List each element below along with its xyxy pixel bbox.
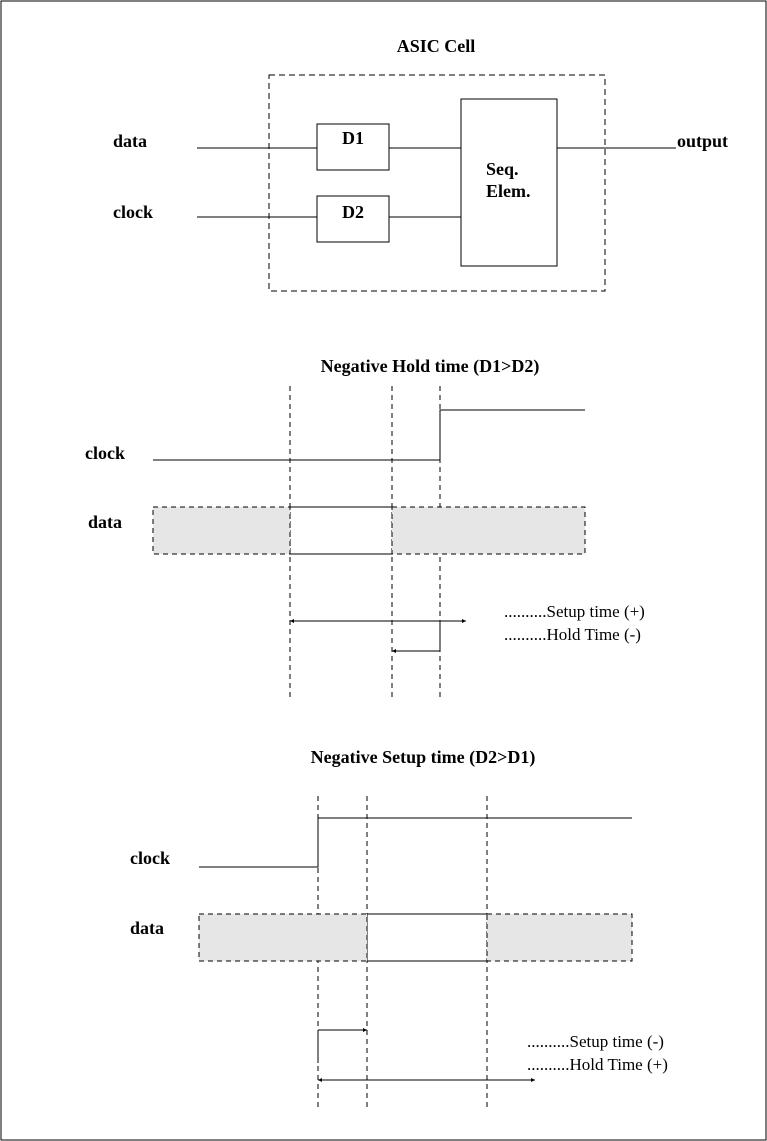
setup-setup-note: ..........Setup time (-) — [527, 1032, 664, 1051]
delay-d2-label: D2 — [342, 202, 364, 222]
setup-clock-waveform — [199, 817, 632, 868]
asic-cell-section: ASIC Cell data clock D1 D2 Seq. Elem. ou… — [113, 36, 728, 292]
hold-hold-note: ..........Hold Time (-) — [504, 625, 641, 644]
hold-setup-note: ..........Setup time (+) — [504, 602, 645, 621]
setup-data-invalid-region-1 — [198, 913, 368, 962]
asic-cell-boundary — [268, 74, 606, 292]
hold-clock-label: clock — [85, 443, 125, 463]
hold-clock-waveform — [153, 409, 585, 461]
setup-data-invalid-region-2 — [486, 913, 633, 962]
delay-d2-box — [316, 195, 390, 243]
setup-hold-note: ..........Hold Time (+) — [527, 1055, 668, 1074]
delay-d1-box — [316, 123, 390, 171]
seq-elem-line2: Elem. — [486, 181, 531, 201]
hold-data-invalid-region-2 — [391, 506, 586, 555]
negative-hold-section: Negative Hold time (D1>D2) clock data ..… — [85, 356, 645, 699]
negative-hold-title: Negative Hold time (D1>D2) — [321, 356, 540, 377]
negative-setup-title: Negative Setup time (D2>D1) — [311, 747, 536, 768]
hold-data-invalid-region-1 — [152, 506, 291, 555]
output-label: output — [677, 131, 728, 151]
negative-setup-section: Negative Setup time (D2>D1) clock data .… — [130, 747, 668, 1110]
setup-data-label: data — [130, 918, 164, 938]
seq-elem-line1: Seq. — [486, 159, 519, 179]
sequential-element-box — [460, 98, 558, 267]
hold-data-label: data — [88, 512, 122, 532]
data-input-label: data — [113, 131, 147, 151]
delay-d1-label: D1 — [342, 128, 364, 148]
asic-cell-title: ASIC Cell — [397, 36, 476, 56]
setup-clock-label: clock — [130, 848, 170, 868]
clock-input-label: clock — [113, 202, 153, 222]
